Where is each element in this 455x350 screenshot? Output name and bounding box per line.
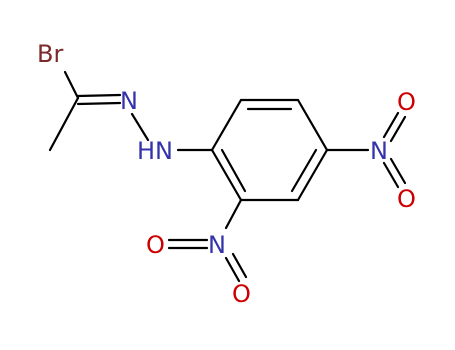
bond-n-nh [130, 112, 150, 142]
atom-bromine: Br [37, 40, 63, 68]
ring-bond-4 [296, 148, 329, 202]
no2-right-n-o-down-a [382, 161, 400, 189]
atom-nitro-right-oxygen-top: O [397, 88, 416, 116]
atom-nitro-bottom-oxygen-right: O [232, 280, 251, 308]
bonds [48, 70, 407, 283]
bond-c-n-double-a [76, 93, 122, 98]
atom-nitro-right-nitrogen: N [370, 137, 388, 165]
no2-right-n-o-up-a [382, 111, 400, 139]
ring-bond-4-inner [290, 148, 318, 193]
bond-c-n-double-b [76, 101, 122, 106]
no2-bottom-n-o-down-b [231, 252, 248, 279]
no2-right-n-o-up-b [389, 115, 407, 143]
bond-c-methyl [48, 96, 80, 152]
bond-c-br [63, 70, 80, 100]
atom-imine-nitrogen: N [120, 87, 138, 115]
no2-right-n-o-down-b [389, 157, 407, 185]
no2-bottom-n-o-down-a [224, 256, 241, 283]
ring-bond-6-inner [220, 148, 247, 193]
ring-bond-3 [296, 98, 329, 152]
atom-nitro-right-oxygen-bottom: O [397, 185, 416, 213]
atom-labels: Br N HN N O O N O O [37, 40, 416, 308]
atom-amine-nh: HN [137, 137, 173, 165]
ring-bond-6 [210, 148, 243, 202]
atom-nitro-bottom-oxygen-left: O [146, 231, 165, 259]
atom-nitro-bottom-nitrogen: N [208, 231, 226, 259]
ring-bond-1 [210, 98, 243, 152]
bond-ring-no2-bottom [224, 198, 243, 230]
